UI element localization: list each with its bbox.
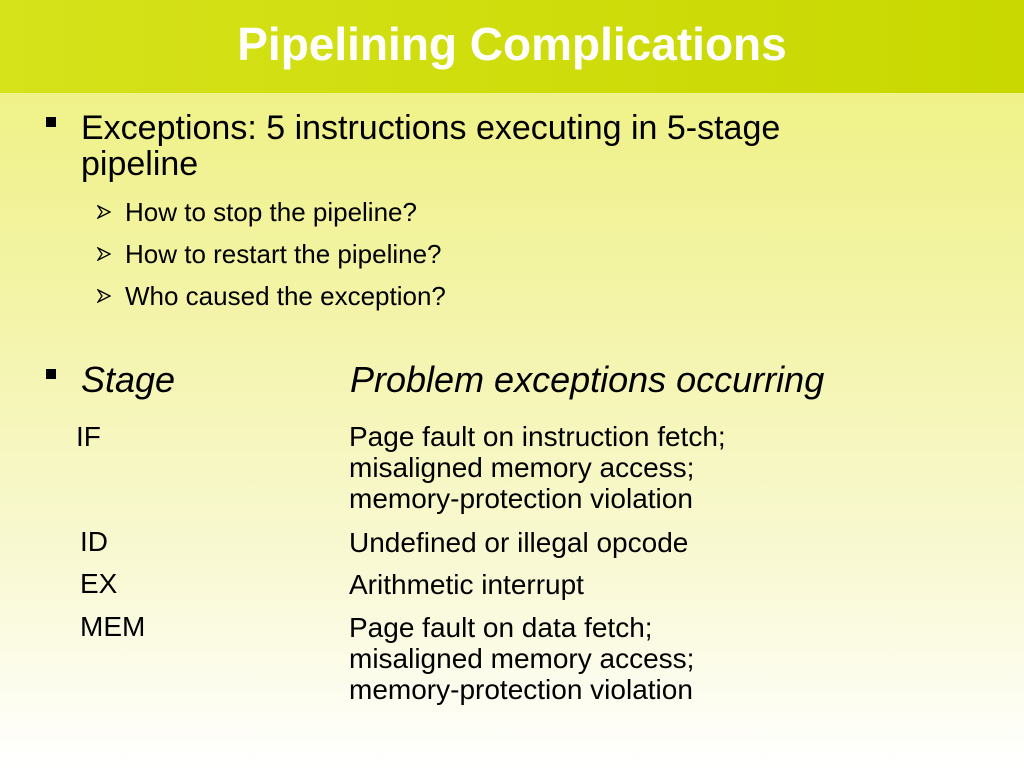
bullet-1-line-2: pipeline [81, 145, 199, 183]
title-bar: Pipelining Complications [0, 0, 1024, 93]
slide-title: Pipelining Complications [237, 18, 787, 70]
if-problem-line-1: Page fault on instruction fetch; [349, 421, 726, 452]
arrowhead-bullet-icon [97, 289, 111, 303]
mem-problem-line-3: memory-protection violation [349, 674, 693, 705]
ex-problem-line-1: Arithmetic interrupt [349, 569, 584, 600]
square-bullet-icon [46, 117, 56, 127]
id-problem-line-1: Undefined or illegal opcode [349, 527, 689, 558]
arrowhead-bullet-icon [97, 247, 111, 261]
sub-bullet-stop: How to stop the pipeline? [125, 197, 417, 227]
sub-bullet-cause: Who caused the exception? [125, 281, 446, 311]
stage-column-header: Stage [81, 359, 176, 400]
stage-id: ID [80, 526, 108, 557]
mem-problem-line-2: misaligned memory access; [349, 643, 695, 674]
stage-mem: MEM [80, 611, 146, 642]
square-bullet-icon [46, 369, 56, 379]
arrowhead-bullet-icon [97, 205, 111, 219]
stage-if: IF [76, 421, 101, 452]
problem-column-header: Problem exceptions occurring [350, 359, 825, 400]
bullet-1-line-1: Exceptions: 5 instructions executing in … [81, 109, 781, 147]
mem-problem-line-1: Page fault on data fetch; [349, 612, 653, 643]
stage-ex: EX [80, 568, 118, 599]
if-problem-line-2: misaligned memory access; [349, 452, 695, 483]
if-problem-line-3: memory-protection violation [349, 483, 693, 514]
sub-bullet-restart: How to restart the pipeline? [125, 239, 442, 269]
